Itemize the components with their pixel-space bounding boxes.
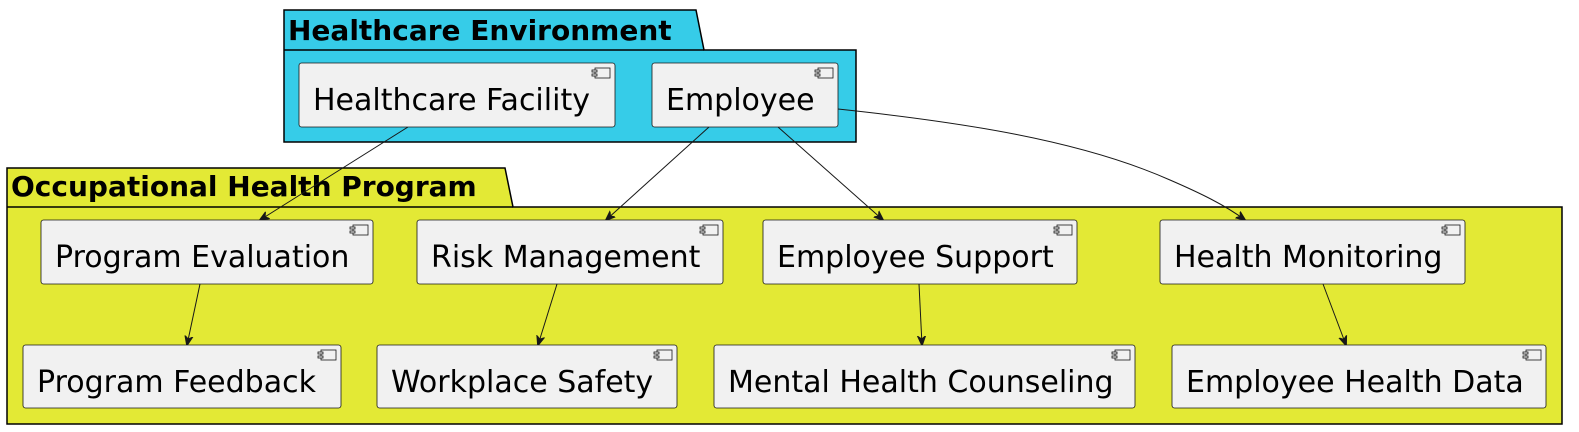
- component-employee-health-data[interactable]: Employee Health Data: [1171, 344, 1547, 409]
- component-icon: [1111, 349, 1131, 361]
- component-icon: [1053, 224, 1073, 236]
- component-icon: [653, 349, 673, 361]
- edge-employee-to-employee-support: [777, 126, 883, 220]
- component-employee-support[interactable]: Employee Support: [762, 219, 1078, 285]
- component-label: Program Evaluation: [55, 240, 349, 275]
- component-label: Employee Support: [777, 240, 1054, 275]
- component-label: Employee: [666, 83, 815, 118]
- edge-health-monitoring-to-employee-health-data: [1322, 283, 1346, 345]
- component-workplace-safety[interactable]: Workplace Safety: [376, 344, 678, 409]
- relations: [187, 108, 1346, 345]
- package-occupational-health-program-title: Occupational Health Program: [11, 170, 477, 203]
- edge-employee-support-to-mental-health-counseling: [919, 283, 922, 345]
- component-icon: [1441, 224, 1461, 236]
- component-program-feedback[interactable]: Program Feedback: [22, 344, 342, 409]
- component-health-monitoring[interactable]: Health Monitoring: [1159, 219, 1466, 285]
- component-icon: [591, 67, 611, 79]
- component-label: Health Monitoring: [1174, 240, 1442, 275]
- edge-program-evaluation-to-program-feedback: [187, 283, 201, 345]
- component-icon: [317, 349, 337, 361]
- component-program-evaluation[interactable]: Program Evaluation: [40, 219, 374, 285]
- component-label: Employee Health Data: [1186, 365, 1524, 400]
- component-icon: [1522, 349, 1542, 361]
- component-label: Workplace Safety: [391, 365, 653, 400]
- component-healthcare-facility[interactable]: Healthcare Facility: [298, 62, 616, 128]
- package-healthcare-environment-title: Healthcare Environment: [288, 14, 672, 47]
- edge-risk-management-to-workplace-safety: [538, 283, 558, 345]
- edge-facility-to-program-evaluation: [260, 126, 409, 220]
- component-label: Healthcare Facility: [313, 83, 590, 118]
- component-employee[interactable]: Employee: [651, 62, 839, 128]
- component-risk-management[interactable]: Risk Management: [416, 219, 724, 285]
- component-mental-health-counseling[interactable]: Mental Health Counseling: [713, 344, 1136, 409]
- component-label: Program Feedback: [37, 365, 317, 400]
- component-label: Mental Health Counseling: [728, 365, 1114, 400]
- edge-employee-to-risk-management: [606, 126, 710, 220]
- component-icon: [814, 67, 834, 79]
- component-label: Risk Management: [431, 240, 701, 275]
- component-icon: [349, 224, 369, 236]
- edge-employee-to-health-monitoring: [837, 108, 1245, 220]
- component-icon: [699, 224, 719, 236]
